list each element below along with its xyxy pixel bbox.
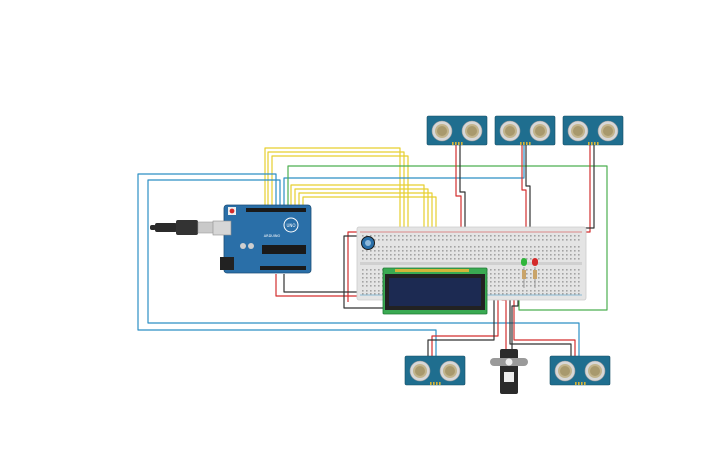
power-jack xyxy=(220,257,234,270)
microcontroller-chip xyxy=(262,245,306,254)
ultrasonic-sensor-1 xyxy=(426,115,488,146)
lcd-data-wires xyxy=(264,147,437,268)
arduino-uno: UNO ARDUINO xyxy=(212,204,312,274)
potentiometer[interactable] xyxy=(361,236,375,250)
lcd-screen xyxy=(389,278,481,306)
digital-header xyxy=(246,208,306,212)
sensor-signal-wires-blue xyxy=(137,145,580,356)
servo-motor xyxy=(490,349,528,394)
usb-cable xyxy=(150,220,215,235)
ultrasonic-sensor-3 xyxy=(562,115,624,146)
lcd-display xyxy=(382,267,488,315)
board-brand-label: ARDUINO xyxy=(264,234,281,238)
ultrasonic-sensors xyxy=(404,115,624,386)
usb-port xyxy=(212,220,232,236)
resistors xyxy=(522,270,537,279)
ultrasonic-sensor-5 xyxy=(549,355,611,386)
ultrasonic-sensor-2 xyxy=(494,115,556,146)
arduino-logo xyxy=(283,217,299,233)
ultrasonic-sensor-4 xyxy=(404,355,466,386)
board-model-label: UNO xyxy=(286,223,295,228)
sensor-signal-wire-green xyxy=(287,165,608,311)
lcd-pin-header xyxy=(395,269,469,272)
analog-header xyxy=(260,266,306,270)
reset-button[interactable] xyxy=(229,208,235,214)
